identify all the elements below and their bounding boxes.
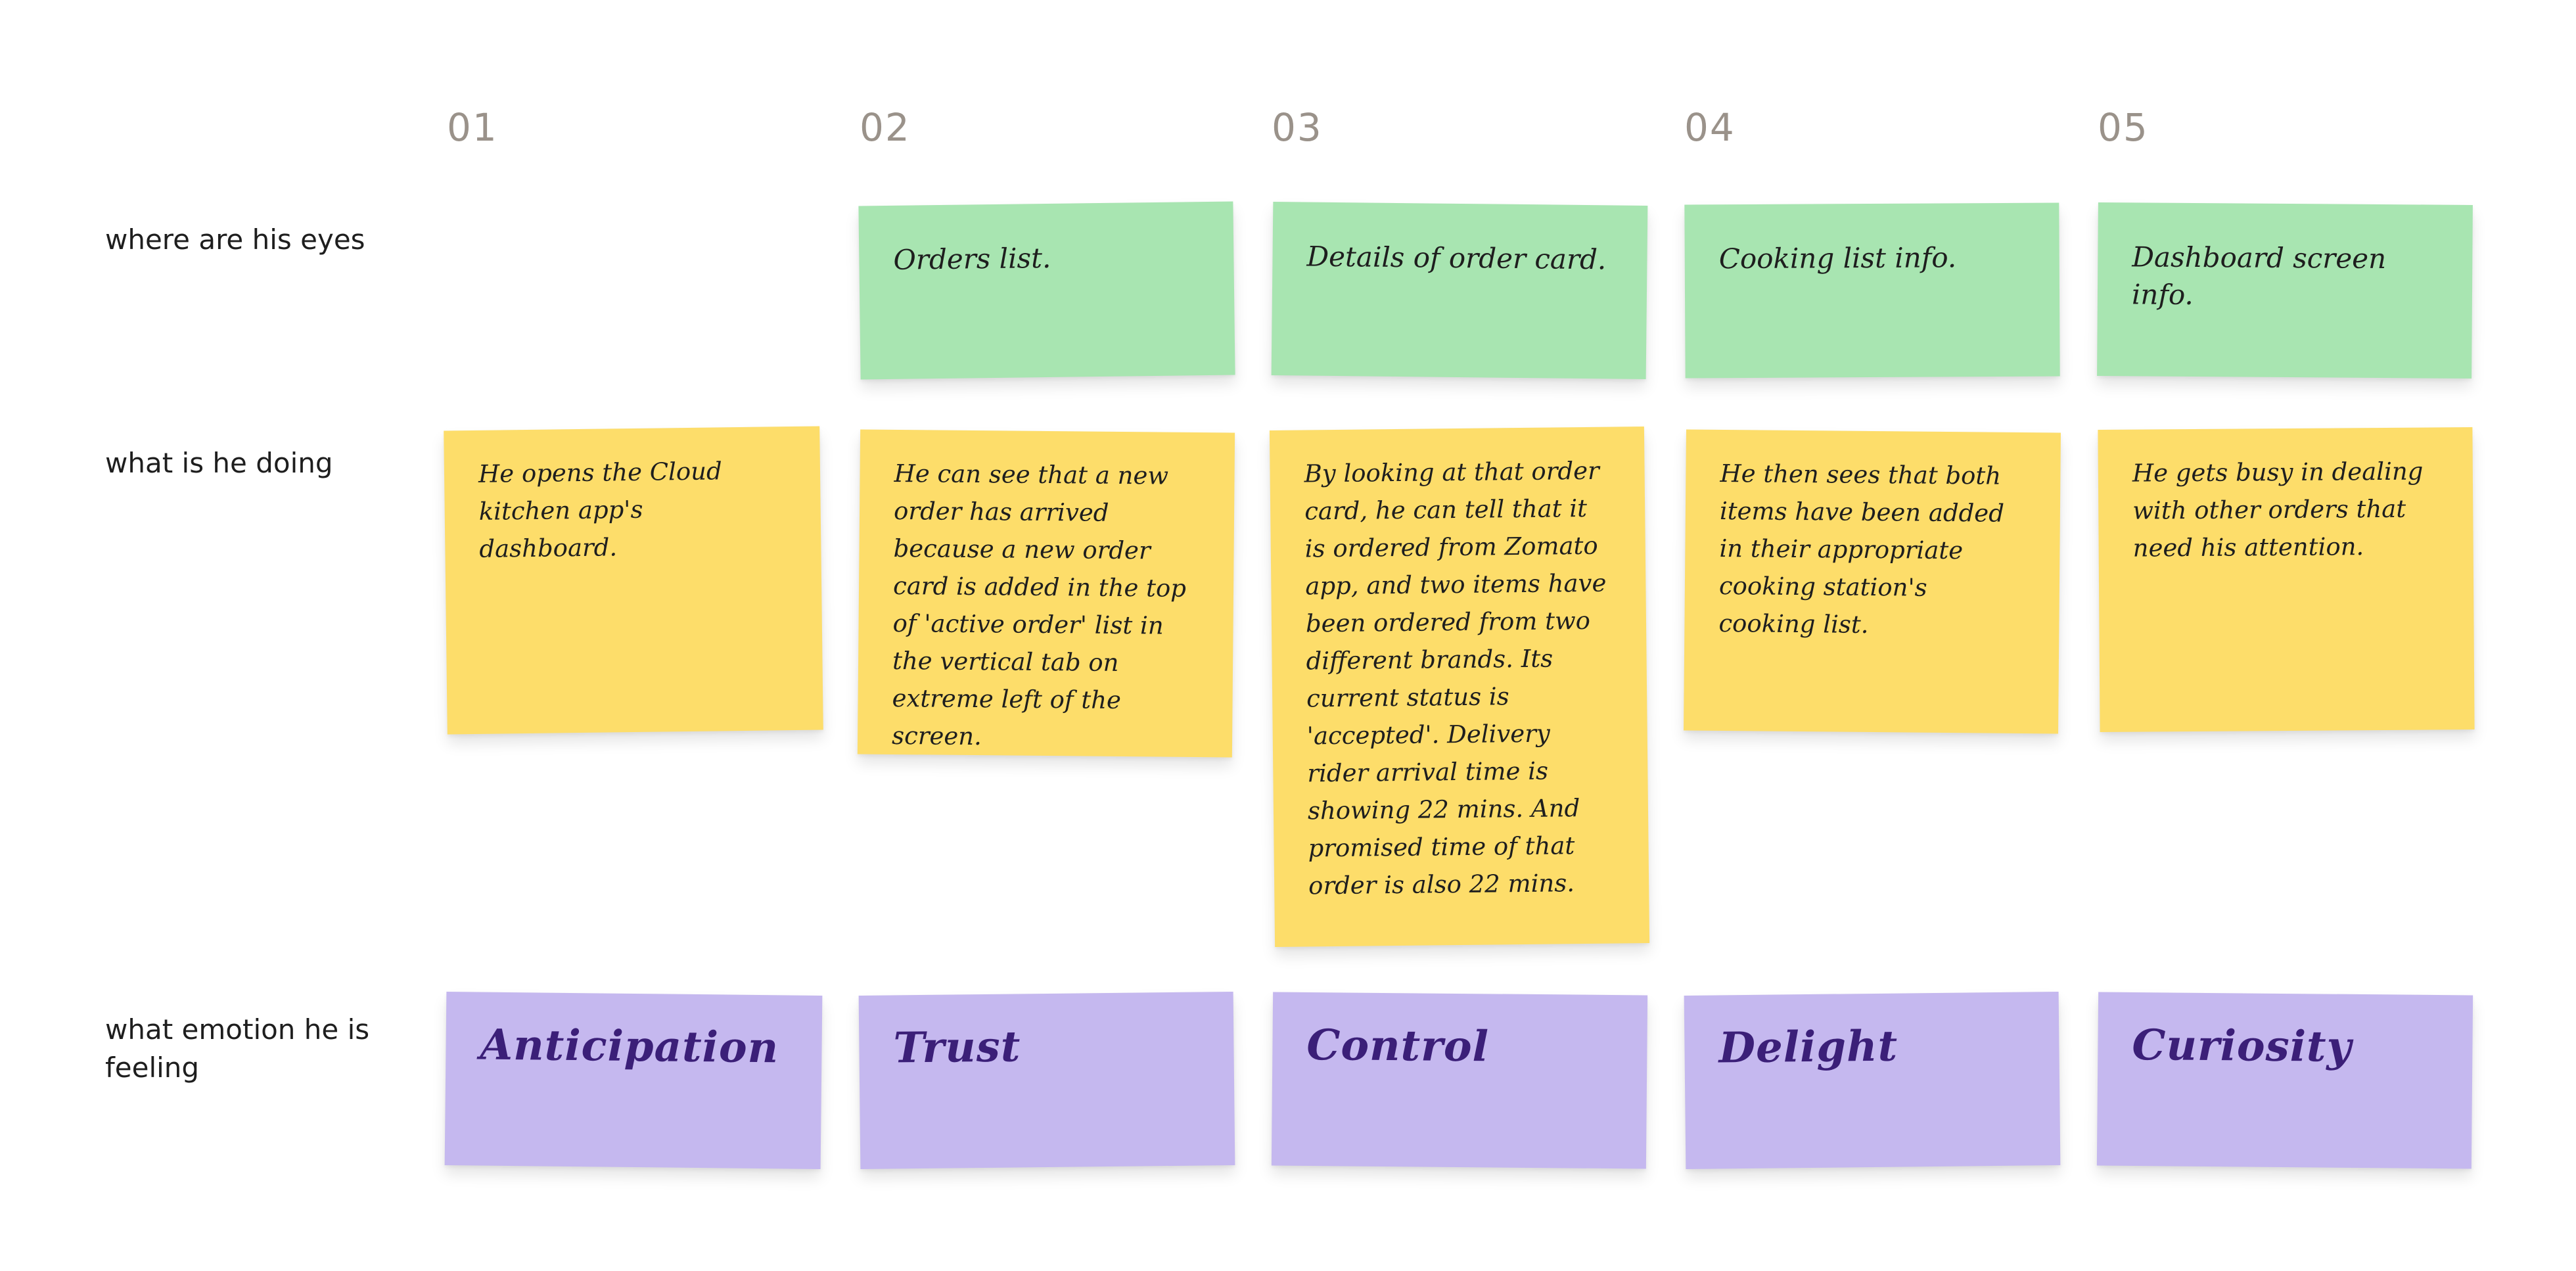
sticky-emotion-04[interactable]: Delight: [1684, 992, 2061, 1169]
sticky-text: Control: [1306, 1020, 1490, 1072]
sticky-eyes-05[interactable]: Dashboard screen info.: [2097, 202, 2473, 379]
sticky-doing-02[interactable]: He can see that a new order has arrived …: [857, 429, 1235, 758]
sticky-emotion-05[interactable]: Curiosity: [2096, 992, 2473, 1169]
sticky-text: He can see that a new order has arrived …: [891, 459, 1187, 751]
sticky-text: Trust: [893, 1022, 1021, 1073]
sticky-text: Anticipation: [480, 1020, 779, 1073]
sticky-emotion-02[interactable]: Trust: [858, 992, 1235, 1169]
sticky-text: Delight: [1718, 1021, 1898, 1073]
sticky-text: He gets busy in dealing with other order…: [2132, 457, 2424, 563]
sticky-text: Curiosity: [2132, 1020, 2353, 1072]
step-number-01: 01: [447, 105, 498, 150]
step-number-03: 03: [1272, 105, 1323, 150]
sticky-emotion-01[interactable]: Anticipation: [444, 992, 823, 1169]
sticky-text: Dashboard screen info.: [2131, 241, 2387, 312]
step-number-02: 02: [860, 105, 911, 150]
sticky-eyes-02[interactable]: Orders list.: [858, 201, 1235, 380]
row-label-emotion: what emotion he is feeling: [105, 1013, 370, 1084]
sticky-text: Cooking list info.: [1718, 241, 1957, 275]
sticky-doing-03[interactable]: By looking at that order card, he can te…: [1269, 427, 1650, 947]
row-label-doing: what is he doing: [105, 447, 333, 479]
sticky-text: Orders list.: [893, 241, 1051, 276]
step-number-05: 05: [2098, 105, 2149, 150]
sticky-doing-05[interactable]: He gets busy in dealing with other order…: [2098, 427, 2475, 732]
sticky-emotion-03[interactable]: Control: [1271, 992, 1648, 1169]
sticky-doing-04[interactable]: He then sees that both items have been a…: [1684, 429, 2061, 734]
step-number-04: 04: [1684, 105, 1736, 150]
sticky-text: He opens the Cloud kitchen app's dashboa…: [478, 457, 722, 563]
sticky-doing-01[interactable]: He opens the Cloud kitchen app's dashboa…: [444, 426, 823, 735]
sticky-eyes-03[interactable]: Details of order card.: [1271, 202, 1648, 379]
row-label-eyes: where are his eyes: [105, 223, 365, 256]
sticky-text: By looking at that order card, he can te…: [1304, 456, 1607, 900]
sticky-text: He then sees that both items have been a…: [1718, 459, 2005, 639]
sticky-text: Details of order card.: [1306, 240, 1607, 276]
sticky-eyes-04[interactable]: Cooking list info.: [1684, 202, 2060, 379]
